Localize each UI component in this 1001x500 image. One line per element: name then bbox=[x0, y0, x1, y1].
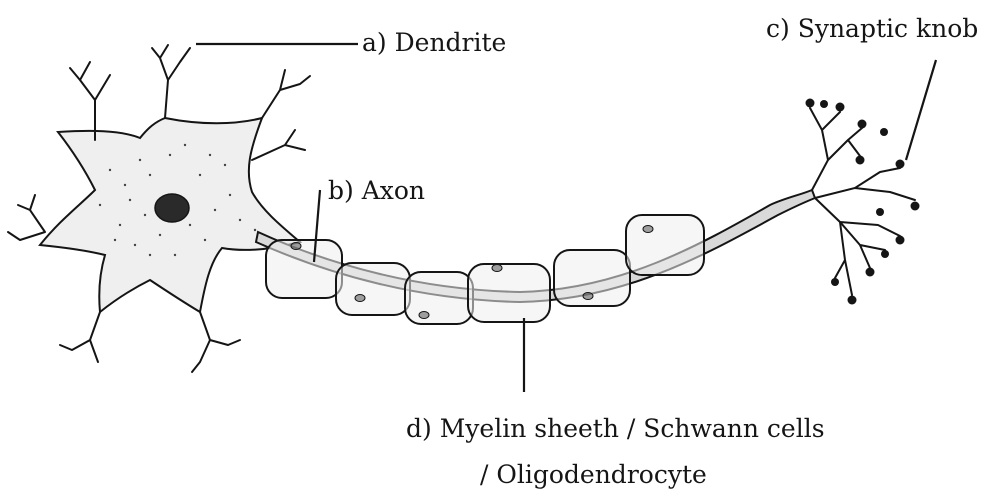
label-dendrite: a) Dendrite bbox=[362, 30, 506, 55]
axon-terminals bbox=[810, 108, 915, 295]
label-myelin-line1: d) Myelin sheeth / Schwann cells bbox=[406, 416, 825, 441]
label-axon: b) Axon bbox=[328, 178, 425, 203]
leader-lines bbox=[196, 44, 936, 392]
label-synaptic-knob: c) Synaptic knob bbox=[766, 16, 978, 41]
cell-body bbox=[40, 118, 300, 312]
myelin-sheath bbox=[266, 215, 704, 324]
synaptic-knob-leader-line bbox=[906, 60, 936, 160]
label-myelin-line2: / Oligodendrocyte bbox=[480, 462, 707, 487]
